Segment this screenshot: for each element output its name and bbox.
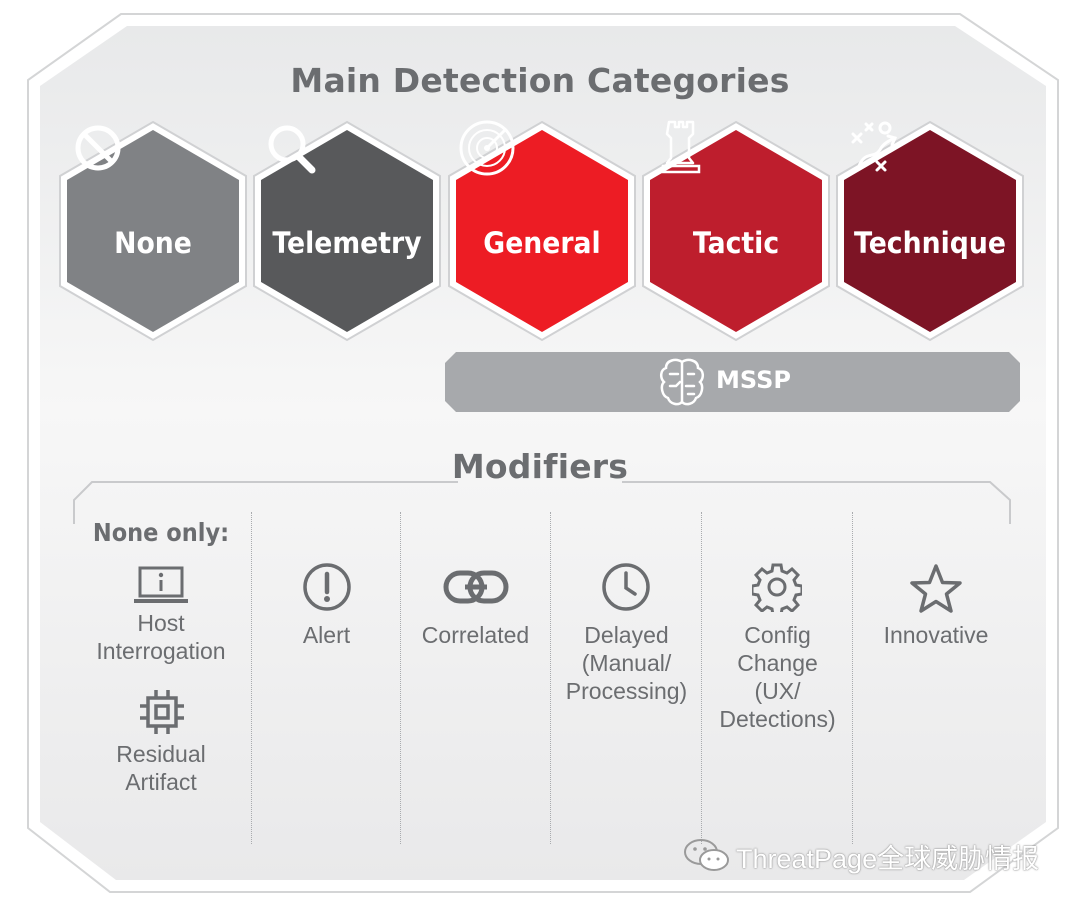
hexagon-shape [448,120,636,342]
modifiers-title: Modifiers [451,447,629,486]
hexagon-shape [836,120,1024,342]
category-label: None [114,226,192,260]
prohibited-icon [75,125,121,171]
modifier-label: Config Change (UX/ Detections) [719,622,836,732]
clock-icon [602,563,650,611]
category-tactic: Tactic [641,120,831,342]
mssp-label: MSSP [716,366,791,394]
star-icon [910,564,962,613]
modifier-label: Innovative [883,622,989,648]
hexagon-shape [642,120,830,342]
modifier-label: Delayed (Manual/ Processing) [565,622,688,704]
category-technique: Technique [835,120,1025,342]
column-divider [400,512,401,844]
category-label: General [483,226,601,260]
category-label: Telemetry [272,226,422,260]
mssp-bar [445,352,1020,412]
category-label: Tactic [692,226,780,260]
column-divider [701,512,702,844]
chess-rook-icon [661,120,701,174]
main-title: Main Detection Categories [290,61,790,100]
column-divider [251,512,252,844]
modifier-label: Alert [302,622,351,648]
category-label: Technique [854,226,1006,260]
modifiers-bracket [73,481,1011,524]
wechat-icon [684,839,729,871]
column-divider [550,512,551,844]
column-divider [852,512,853,844]
category-general: General [447,120,637,342]
radar-icon [459,120,515,176]
play-diagram-icon [851,121,898,172]
gear-icon [752,563,802,612]
category-telemetry: Telemetry [252,120,442,342]
watermark-text: ThreatPage全球威胁情报 [736,844,1040,874]
magnifier-icon [268,125,316,174]
link-icon [443,570,509,604]
hexagon-shape [253,120,441,342]
chip-icon [140,690,184,734]
modifier-label: Host Interrogation [96,610,226,664]
modifier-label: Residual Artifact [116,741,206,795]
hexagon-shape [59,120,247,342]
none-only-heading: None only: [92,518,230,547]
brain-icon [660,358,704,406]
modifier-label: Correlated [421,622,530,648]
category-none: None [58,120,248,342]
exclamation-circle-icon [303,563,351,611]
laptop-info-icon [134,566,188,603]
